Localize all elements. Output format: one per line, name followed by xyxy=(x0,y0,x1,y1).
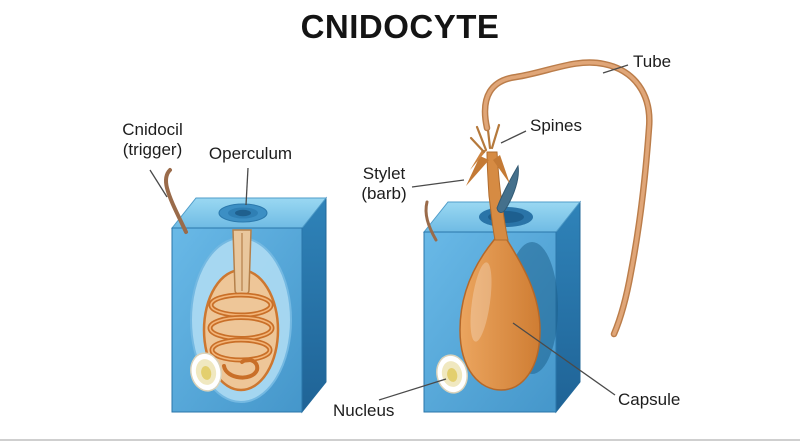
leader-stylet xyxy=(411,179,465,188)
label-stylet-line2: (barb) xyxy=(361,184,407,203)
label-spines: Spines xyxy=(530,116,582,135)
label-cnidocil-line2: (trigger) xyxy=(122,140,183,159)
nucleus-right xyxy=(436,354,468,394)
label-stylet: Stylet (barb) xyxy=(348,164,420,204)
leader-nucleus xyxy=(378,378,447,401)
label-stylet-line1: Stylet xyxy=(362,164,406,183)
long-tube xyxy=(481,59,653,338)
everted-apparatus xyxy=(466,59,653,338)
left-cell-side-face xyxy=(301,196,327,414)
page-title: CNIDOCYTE xyxy=(300,8,500,45)
label-cnidocil: Cnidocil (trigger) xyxy=(105,120,200,160)
coiled-tube xyxy=(202,229,280,392)
label-capsule: Capsule xyxy=(618,390,681,409)
bottom-divider xyxy=(0,439,800,441)
nucleus-left xyxy=(190,352,222,392)
label-tube: Tube xyxy=(633,52,672,71)
leader-lines xyxy=(149,64,629,401)
leader-tube xyxy=(602,64,629,74)
coil-spiral-end xyxy=(222,357,260,380)
right-cell-hair xyxy=(424,200,438,242)
leader-spines xyxy=(500,130,527,144)
leader-cnidocil xyxy=(149,169,168,198)
cnidocil-hair xyxy=(164,168,188,234)
stylet-shape xyxy=(496,164,519,213)
left-cell xyxy=(164,168,328,414)
label-operculum: Operculum xyxy=(208,144,293,163)
discharge-opening xyxy=(479,207,533,227)
right-cell-side-face xyxy=(555,200,581,414)
label-cnidocil-line1: Cnidocil xyxy=(122,120,183,139)
leader-operculum xyxy=(245,167,249,206)
label-nucleus: Nucleus xyxy=(333,401,395,420)
leader-capsule xyxy=(512,322,616,396)
operculum-shape xyxy=(218,203,268,223)
everted-shaft xyxy=(486,151,509,241)
capsule-highlight xyxy=(470,262,492,342)
